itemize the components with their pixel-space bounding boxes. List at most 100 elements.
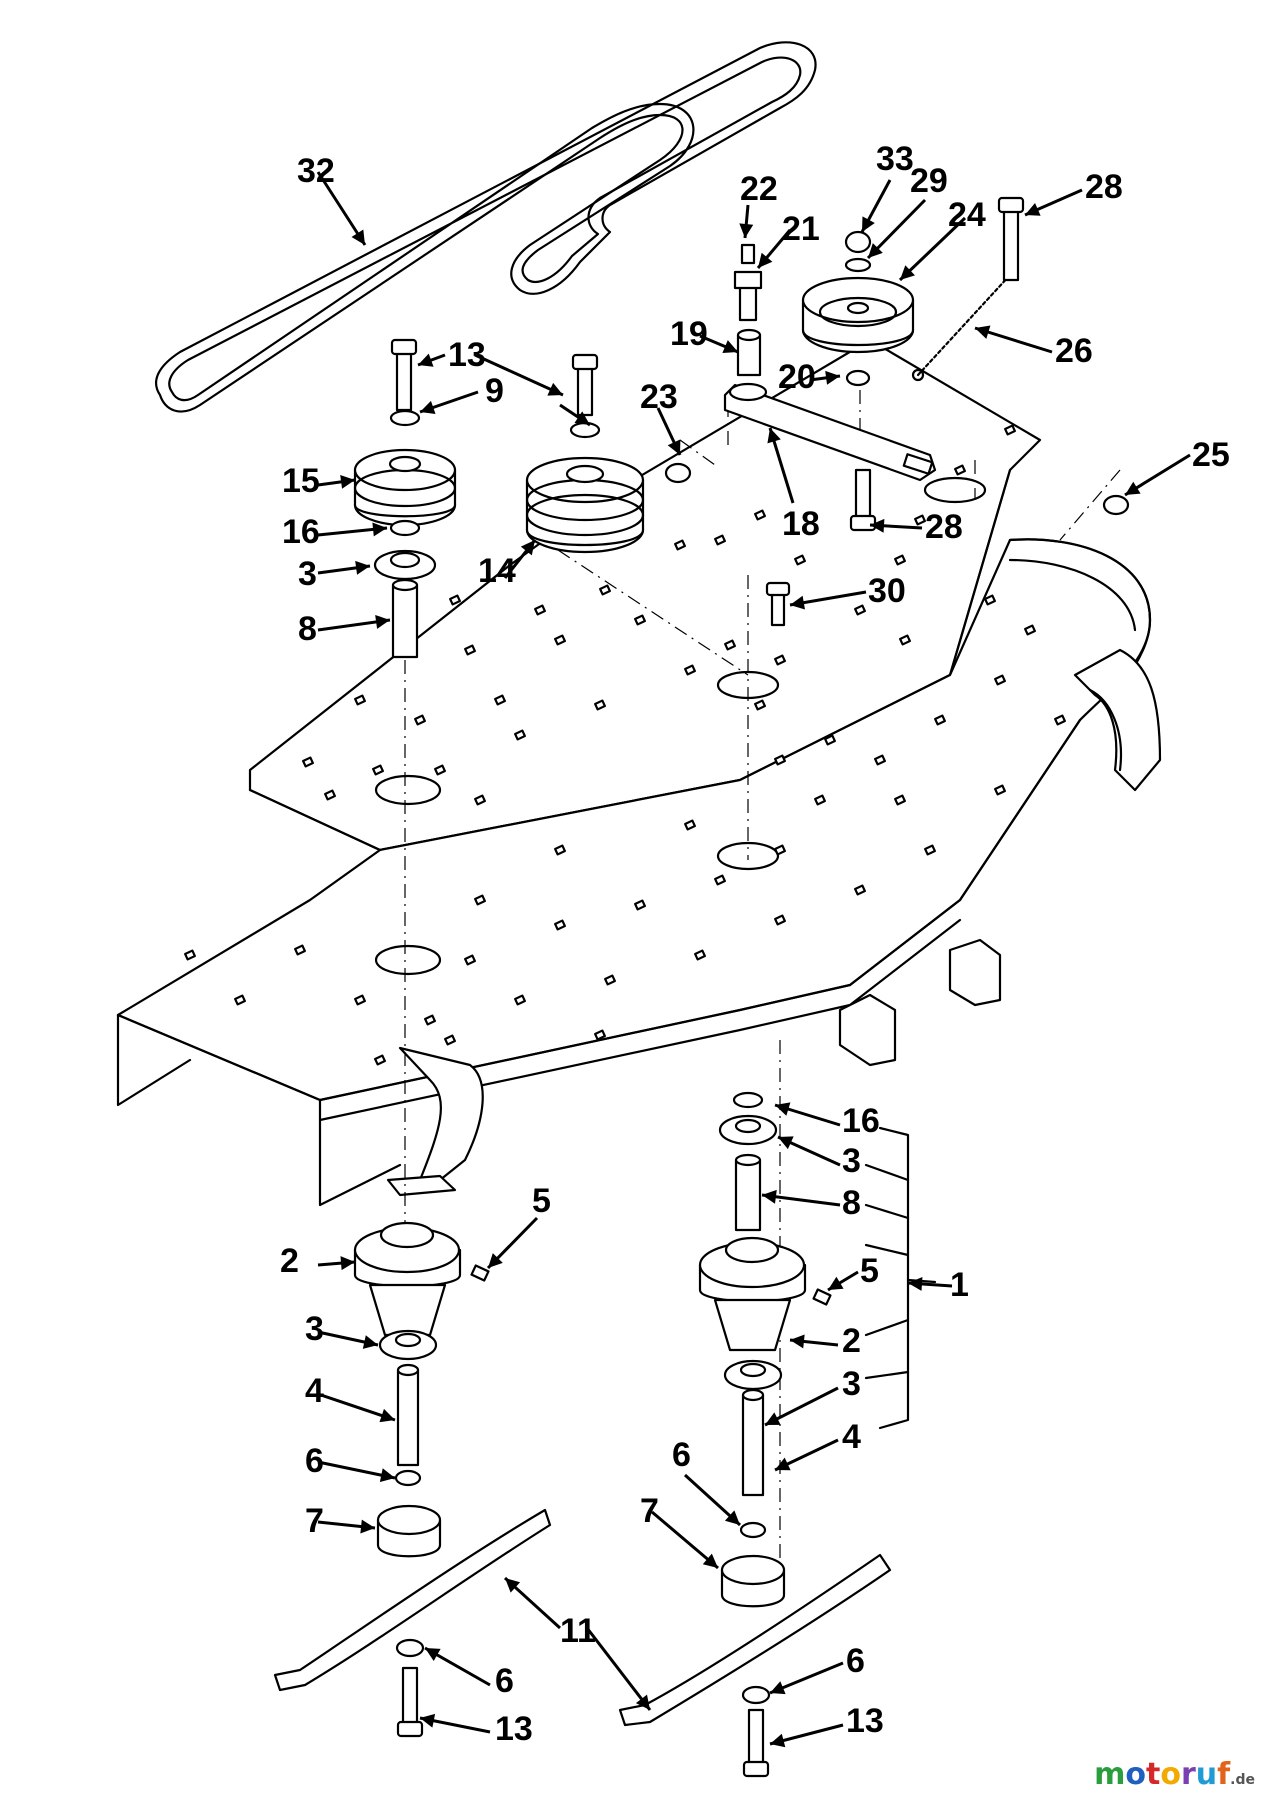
callout-label: 24 bbox=[948, 196, 986, 234]
blade-11-right bbox=[618, 1553, 892, 1727]
arrow-head bbox=[425, 1648, 441, 1662]
callout-label: 2 bbox=[280, 1242, 299, 1280]
rivet bbox=[302, 756, 314, 768]
bolt-13-right bbox=[571, 353, 599, 417]
arrow-head bbox=[340, 474, 355, 489]
rivet bbox=[994, 784, 1006, 796]
callout-label: 5 bbox=[860, 1252, 879, 1290]
bolt-13-left-bottom bbox=[396, 1666, 424, 1738]
rivet bbox=[372, 764, 384, 776]
callout-label: 32 bbox=[297, 152, 335, 190]
arrow-head bbox=[702, 1553, 718, 1568]
rivet bbox=[324, 789, 336, 801]
rivet bbox=[824, 734, 836, 746]
arrow-head bbox=[724, 1510, 740, 1525]
callout-label: 7 bbox=[305, 1502, 324, 1540]
rivet bbox=[474, 894, 486, 906]
pulley-24 bbox=[801, 276, 915, 354]
spacer-tube-8-lower-right bbox=[734, 1153, 762, 1232]
callout-label: 3 bbox=[842, 1142, 861, 1180]
rear-bracket bbox=[1073, 648, 1162, 792]
rivet bbox=[634, 614, 646, 626]
callout-label: 20 bbox=[778, 358, 816, 396]
shaft-4-right bbox=[741, 1388, 765, 1497]
rivet bbox=[554, 844, 566, 856]
nut-23 bbox=[664, 462, 692, 484]
rivet bbox=[604, 974, 616, 986]
arrow-head bbox=[758, 252, 773, 268]
spindle-hole bbox=[923, 476, 987, 504]
arrow-head bbox=[520, 540, 535, 556]
spindle-hole bbox=[374, 774, 442, 806]
rivet bbox=[464, 644, 476, 656]
arrow-head bbox=[420, 1713, 436, 1728]
spindle-hole bbox=[374, 944, 442, 976]
arrow-head bbox=[375, 614, 390, 629]
callout-label: 6 bbox=[305, 1442, 324, 1480]
blade-adapter-7-right bbox=[720, 1554, 786, 1608]
callout-label: 2 bbox=[842, 1322, 861, 1360]
callout-label: 5 bbox=[532, 1182, 551, 1220]
bearing-3-lower-right bbox=[723, 1359, 783, 1391]
spindle-housing-right bbox=[698, 1236, 832, 1352]
rivet bbox=[724, 639, 736, 651]
arrow-head bbox=[667, 439, 681, 455]
callout-label: 14 bbox=[478, 552, 516, 590]
arrow-head bbox=[372, 522, 387, 537]
side-tabs bbox=[838, 938, 1002, 1067]
callout-label: 22 bbox=[740, 170, 778, 208]
arrow-head bbox=[900, 265, 915, 280]
arrow-head bbox=[975, 325, 991, 339]
grease-fitting-22 bbox=[740, 243, 756, 265]
rivet bbox=[594, 1029, 606, 1041]
rivet bbox=[924, 844, 936, 856]
rivet bbox=[354, 694, 366, 706]
callout-label: 4 bbox=[842, 1418, 861, 1456]
arrow-head bbox=[362, 1335, 378, 1349]
idler-arm bbox=[723, 382, 937, 482]
rivet bbox=[774, 914, 786, 926]
callout-label: 4 bbox=[305, 1372, 324, 1410]
rivet bbox=[594, 699, 606, 711]
rivet bbox=[894, 794, 906, 806]
rivet bbox=[434, 764, 446, 776]
rivet bbox=[954, 464, 966, 476]
arrow-head bbox=[505, 1578, 521, 1593]
callout-labels: 32 22 21 33 29 24 28 13 9 19 26 20 23 15… bbox=[280, 140, 1230, 1748]
callout-label: 13 bbox=[448, 336, 486, 374]
rivet bbox=[554, 919, 566, 931]
arrow-head bbox=[862, 216, 875, 232]
blade-adapter-7-left bbox=[376, 1504, 442, 1558]
rivet bbox=[754, 509, 766, 521]
bearing-3-upper-right bbox=[718, 1114, 778, 1146]
rivet bbox=[184, 949, 196, 961]
rivet bbox=[634, 899, 646, 911]
leader-line bbox=[474, 353, 564, 397]
arrow-head bbox=[790, 1334, 805, 1349]
rivet bbox=[1004, 424, 1016, 436]
rivet bbox=[414, 714, 426, 726]
leader-line bbox=[585, 1627, 652, 1711]
rivet bbox=[854, 604, 866, 616]
arrow-head bbox=[770, 1733, 786, 1748]
arrow-head bbox=[767, 428, 781, 444]
arrow-head bbox=[790, 595, 805, 610]
rivet bbox=[714, 874, 726, 886]
arrow-head bbox=[379, 1468, 395, 1483]
leader-line bbox=[651, 1510, 719, 1570]
washer-29 bbox=[844, 257, 872, 273]
callout-label: 30 bbox=[868, 572, 906, 610]
rivet bbox=[599, 584, 611, 596]
callout-label: 33 bbox=[876, 140, 914, 178]
rivet bbox=[994, 674, 1006, 686]
spindle-hole bbox=[716, 841, 780, 871]
arrow-head bbox=[770, 1681, 786, 1695]
rivet bbox=[449, 594, 461, 606]
nut-25 bbox=[1102, 494, 1130, 516]
rivet bbox=[854, 884, 866, 896]
rivet bbox=[814, 794, 826, 806]
arrow-head bbox=[778, 1136, 794, 1150]
callout-label: 16 bbox=[842, 1102, 880, 1140]
callout-label: 3 bbox=[305, 1310, 324, 1348]
callout-label: 13 bbox=[495, 1710, 533, 1748]
